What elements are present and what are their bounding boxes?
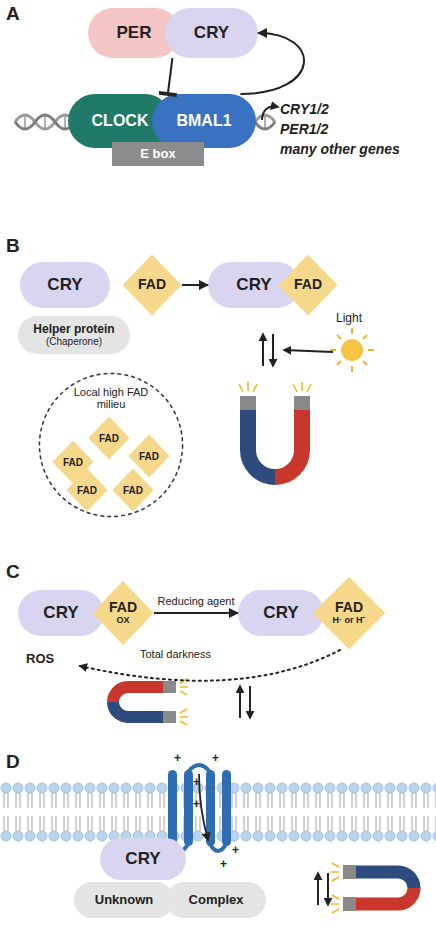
node-text: FAD: [139, 451, 159, 462]
node-text: FAD: [335, 600, 363, 615]
diamond-shape: [66, 468, 107, 511]
protein-pill: CRY: [165, 8, 258, 58]
node-text: CRY: [263, 604, 298, 623]
node-text: E box: [140, 147, 175, 161]
gene-name: many other genes: [280, 142, 400, 157]
cofactor-diamond: FADH· or H⁻: [312, 576, 386, 650]
node-subtext: H· or H⁻: [333, 616, 366, 626]
panel-letter: C: [6, 562, 20, 583]
node-text: CRY: [43, 604, 78, 623]
magnet-symbol: [239, 382, 311, 477]
node-text: CRY: [47, 276, 82, 295]
node-text: FAD: [99, 433, 119, 444]
ion-charge: +: [193, 798, 200, 811]
light-arrow: [284, 350, 333, 352]
diamond-shape: [123, 255, 182, 316]
diamond-shape: [93, 581, 154, 646]
complex-pill: Complex: [166, 882, 266, 918]
diamond-shape: [279, 255, 338, 316]
protein-pill: CRY: [238, 590, 324, 636]
protein-pill: CRY: [20, 262, 110, 308]
ion-charge: +: [232, 844, 239, 857]
diamond-shape: [313, 577, 386, 650]
inhibition-line: [168, 58, 173, 94]
node-text: CRY: [194, 24, 229, 43]
diamond-shape: [88, 416, 129, 459]
node-text: FAD: [138, 277, 166, 292]
panel-letter: B: [6, 236, 20, 257]
helper-pill: Helper protein(Chaperone): [18, 316, 130, 354]
complex-pill: Unknown: [74, 882, 174, 918]
node-text: PER: [117, 24, 152, 43]
panel-letter: A: [6, 4, 20, 25]
sun-symbol: [330, 328, 374, 372]
node-text: CLOCK: [92, 112, 149, 130]
diamond-shape: [112, 468, 153, 511]
node-text: FAD: [77, 485, 97, 496]
ion-charge: +: [212, 752, 219, 765]
node-subtext: (Chaperone): [46, 336, 102, 347]
ion-charge: +: [193, 776, 200, 789]
node-text: FAD: [63, 457, 83, 468]
ros-label: ROS: [26, 652, 54, 666]
node-text: BMAL1: [176, 112, 231, 130]
cofactor-diamond: FAD: [122, 254, 182, 316]
magnet-symbol: [113, 679, 188, 725]
node-text: Complex: [189, 893, 244, 907]
dna-element-box: E box: [112, 142, 204, 166]
light-label: Light: [336, 312, 362, 325]
node-text: Unknown: [95, 893, 154, 907]
cofactor-diamond: FAD: [66, 468, 108, 512]
cofactor-diamond: FAD: [278, 254, 338, 316]
protein-pill: CRY: [18, 590, 104, 636]
condition-label: Total darkness: [140, 648, 211, 660]
node-text: FAD: [109, 600, 137, 615]
cofactor-diamond: FAD: [88, 416, 130, 460]
gene-name: CRY1/2: [280, 102, 329, 117]
node-text: Helper protein: [33, 323, 114, 336]
magnet-symbol: [331, 863, 414, 913]
transcription-arrow: [262, 107, 278, 120]
ion-channel: [168, 765, 231, 851]
reaction-arrow: [182, 284, 208, 286]
node-text: FAD: [294, 277, 322, 292]
protein-pill: CRY: [100, 838, 186, 880]
ion-charge: +: [174, 752, 181, 765]
gene-name: PER1/2: [280, 122, 328, 137]
node-text: Local high FAD milieu: [69, 386, 153, 410]
reaction-arrow: [154, 612, 238, 614]
panel-letter: D: [6, 752, 20, 773]
circle-shape: [39, 373, 182, 516]
node-text: CRY: [125, 850, 160, 869]
node-text: CRY: [236, 276, 271, 295]
protein-pill: BMAL1: [152, 94, 256, 148]
node-text: FAD: [123, 485, 143, 496]
ion-charge: +: [220, 858, 227, 871]
dashed-circle: Local high FAD milieuFAD FAD FAD FAD FAD: [38, 372, 184, 518]
edge-label: Reducing agent: [157, 595, 234, 607]
node-subtext: OX: [116, 616, 129, 626]
lipid-membrane: [0, 782, 436, 842]
cofactor-diamond: FAD: [112, 468, 154, 512]
cofactor-diamond: FADOX: [92, 580, 154, 646]
